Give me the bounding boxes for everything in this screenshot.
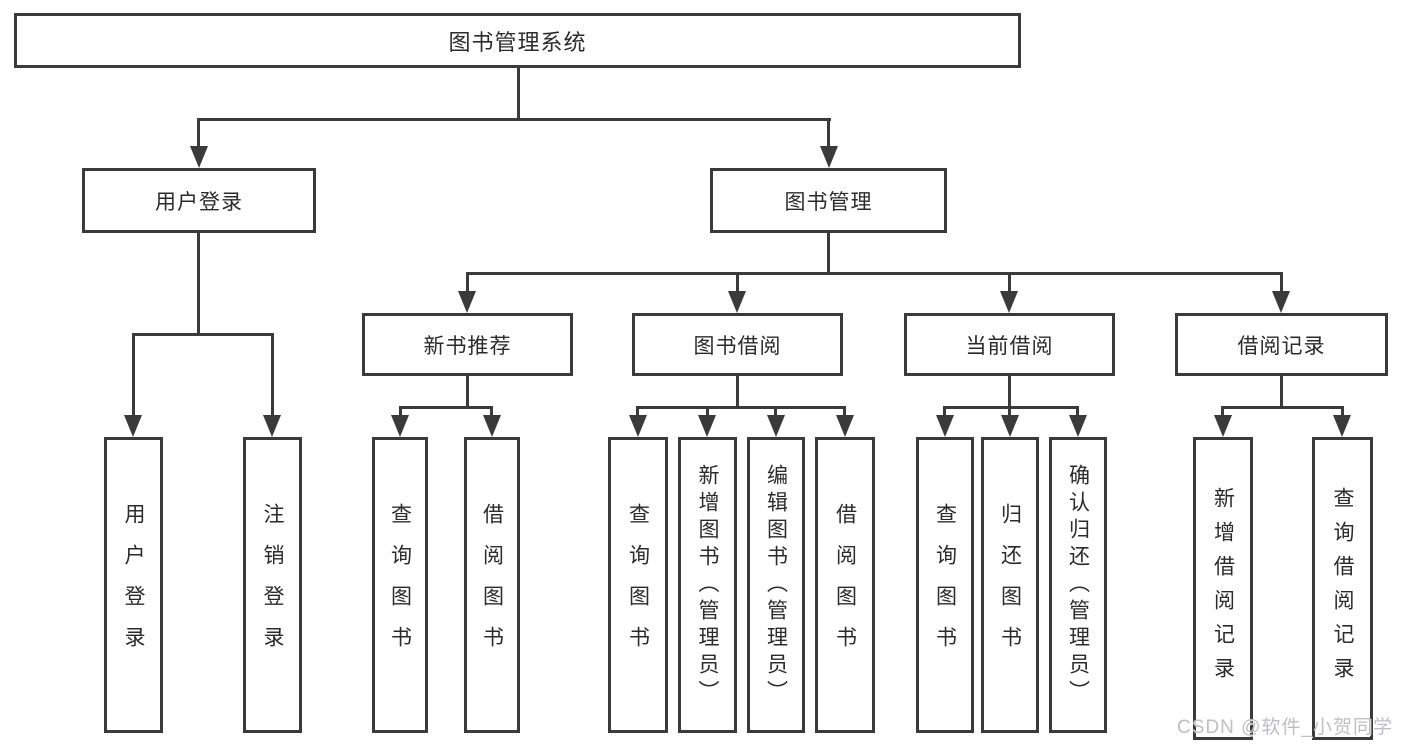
connector-line	[466, 272, 1283, 275]
node-label: 新书推荐	[423, 334, 512, 358]
leaf-query-books-borrow: 查询图书	[608, 437, 668, 733]
connector-line	[706, 406, 709, 415]
node-library-system: 图书管理系统	[14, 13, 1021, 68]
connector-line	[271, 333, 274, 415]
leaf-label: 用户登录	[122, 503, 146, 667]
arrowhead-down-icon	[629, 415, 647, 437]
connector-line	[1008, 376, 1011, 406]
connector-line	[517, 68, 520, 118]
connector-line	[1008, 406, 1011, 415]
connector-line	[198, 118, 831, 121]
leaf-user-login: 用户登录	[104, 437, 163, 733]
leaf-add-books-admin: 新增图书（管理员）	[678, 437, 737, 733]
leaf-label: 查询图书	[388, 503, 412, 667]
leaf-logout: 注销登录	[243, 437, 302, 733]
connector-line	[1280, 272, 1283, 291]
node-label: 图书管理	[784, 190, 873, 214]
leaf-label: 归还图书	[998, 503, 1022, 667]
leaf-return-books: 归还图书	[981, 437, 1039, 733]
leaf-add-borrow-record: 新增借阅记录	[1193, 437, 1253, 740]
arrowhead-down-icon	[124, 415, 142, 437]
arrowhead-down-icon	[1069, 415, 1087, 437]
connector-line	[197, 233, 200, 333]
connector-line	[636, 406, 846, 409]
arrowhead-down-icon	[936, 415, 954, 437]
arrowhead-down-icon	[263, 415, 281, 437]
node-label: 用户登录	[155, 190, 243, 214]
node-label: 图书管理系统	[448, 29, 587, 55]
arrowhead-down-icon	[1272, 291, 1290, 313]
arrowhead-down-icon	[1001, 415, 1019, 437]
connector-line	[466, 272, 469, 291]
leaf-borrow-books-recommend: 借阅图书	[464, 437, 520, 733]
leaf-query-books-current: 查询图书	[916, 437, 974, 733]
connector-line	[943, 406, 946, 415]
node-label: 借阅记录	[1237, 334, 1326, 358]
leaf-label: 新增借阅记录	[1211, 486, 1235, 691]
arrowhead-down-icon	[1214, 415, 1232, 437]
connector-line	[1008, 272, 1011, 291]
connector-line	[827, 233, 830, 272]
leaf-label: 借阅图书	[480, 503, 504, 667]
connector-line	[1221, 406, 1224, 415]
arrowhead-down-icon	[698, 415, 716, 437]
leaf-label: 确认归还（管理员）	[1066, 463, 1090, 707]
connector-line	[736, 272, 739, 291]
arrowhead-down-icon	[728, 291, 746, 313]
node-user-login: 用户登录	[82, 168, 316, 233]
arrowhead-down-icon	[820, 146, 838, 168]
node-book-management: 图书管理	[710, 168, 947, 233]
csdn-watermark: CSDN @软件_小贺同学	[1177, 717, 1393, 738]
connector-line	[636, 406, 639, 415]
node-label: 图书借阅	[693, 334, 782, 358]
connector-line	[490, 406, 493, 415]
leaf-label: 查询图书	[933, 503, 957, 667]
node-borrowing-records: 借阅记录	[1175, 313, 1388, 376]
leaf-label: 注销登录	[261, 503, 285, 667]
connector-line	[197, 118, 200, 148]
arrowhead-down-icon	[483, 415, 501, 437]
connector-line	[399, 406, 493, 409]
connector-line	[466, 376, 469, 406]
node-current-borrowing: 当前借阅	[904, 313, 1115, 376]
connector-line	[843, 406, 846, 415]
connector-line	[1221, 406, 1344, 409]
node-new-book-recommend: 新书推荐	[362, 313, 573, 376]
arrowhead-down-icon	[1333, 415, 1351, 437]
connector-line	[774, 406, 777, 415]
connector-line	[399, 406, 402, 415]
connector-line	[736, 376, 739, 406]
leaf-query-books-recommend: 查询图书	[372, 437, 428, 733]
connector-line	[1280, 376, 1283, 406]
leaf-confirm-return-admin: 确认归还（管理员）	[1049, 437, 1107, 733]
arrowhead-down-icon	[190, 146, 208, 168]
connector-line	[1076, 406, 1079, 415]
leaf-label: 借阅图书	[833, 503, 857, 667]
connector-line	[132, 333, 135, 415]
leaf-borrow-books: 借阅图书	[815, 437, 875, 733]
node-book-borrowing: 图书借阅	[632, 313, 843, 376]
connector-line	[943, 406, 1079, 409]
leaf-label: 查询图书	[626, 503, 650, 667]
connector-line	[827, 118, 830, 148]
arrowhead-down-icon	[767, 415, 785, 437]
connector-line	[132, 333, 274, 336]
arrowhead-down-icon	[836, 415, 854, 437]
leaf-edit-books-admin: 编辑图书（管理员）	[747, 437, 805, 733]
connector-line	[1341, 406, 1344, 415]
leaf-label: 编辑图书（管理员）	[764, 463, 788, 707]
leaf-query-borrow-record: 查询借阅记录	[1312, 437, 1373, 740]
leaf-label: 新增图书（管理员）	[696, 463, 720, 707]
arrowhead-down-icon	[1000, 291, 1018, 313]
arrowhead-down-icon	[458, 291, 476, 313]
leaf-label: 查询借阅记录	[1331, 486, 1355, 691]
arrowhead-down-icon	[391, 415, 409, 437]
node-label: 当前借阅	[965, 334, 1054, 358]
